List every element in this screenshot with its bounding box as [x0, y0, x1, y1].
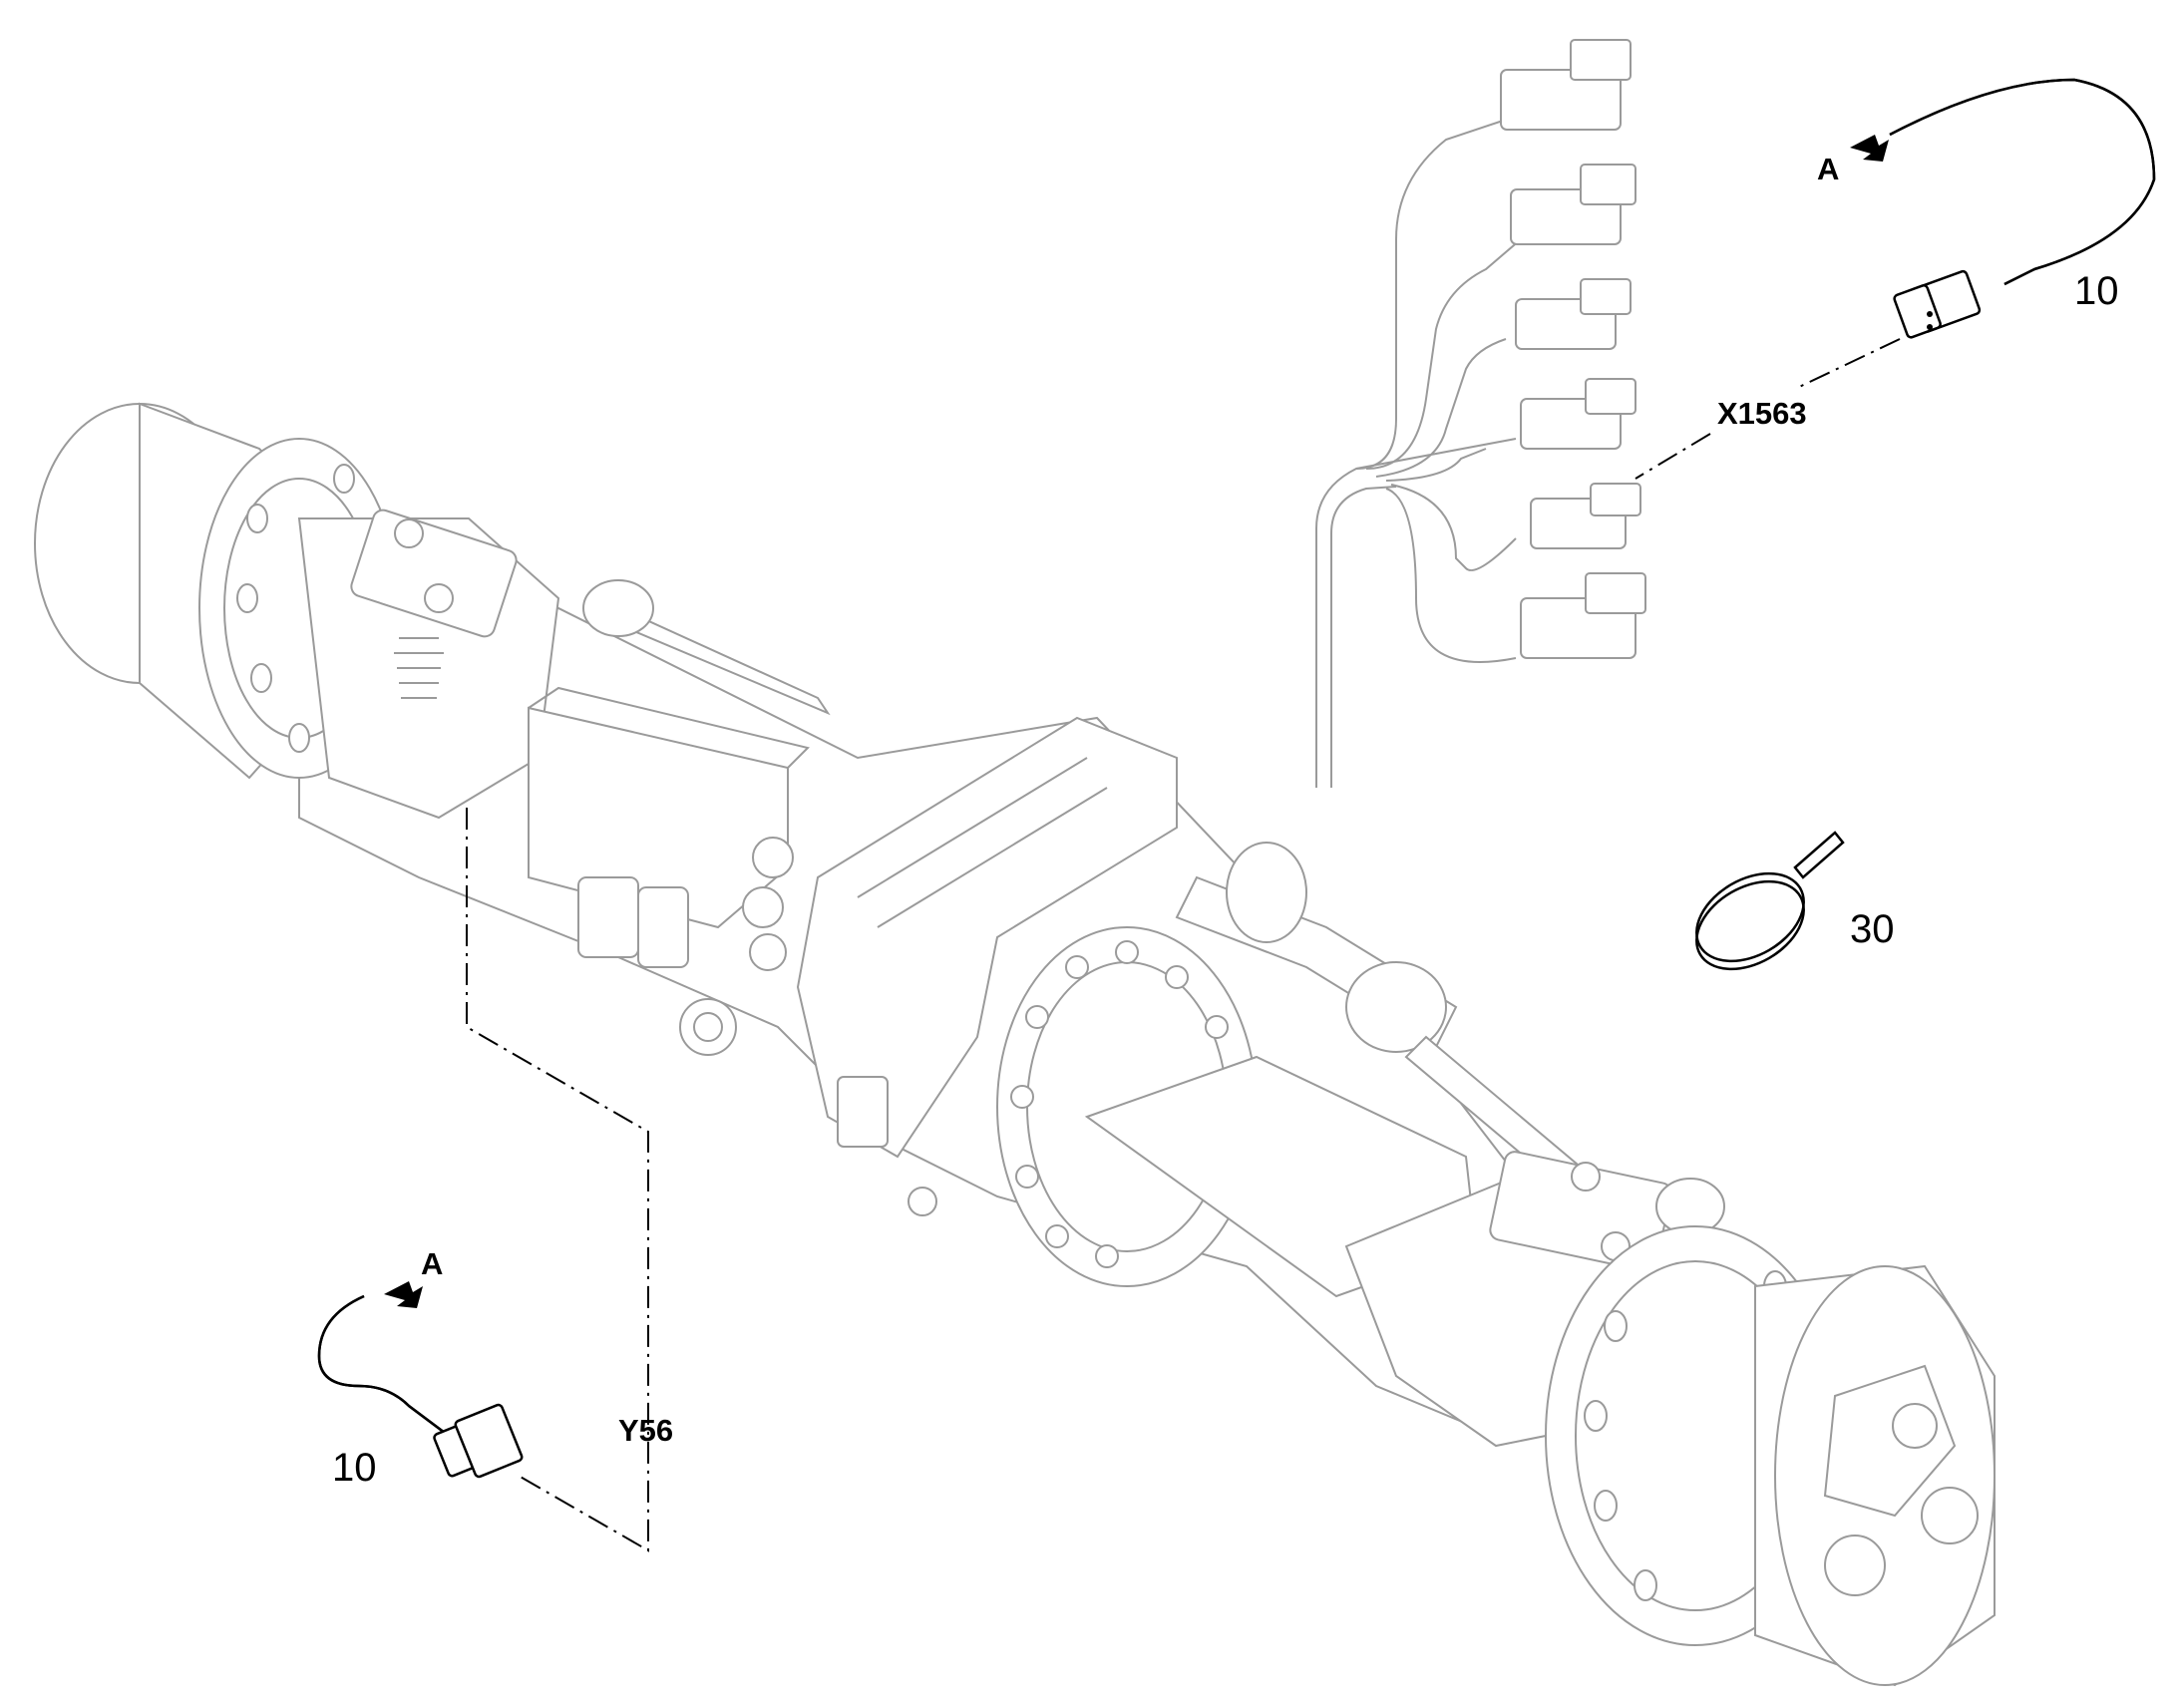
ref-label-10-upper: 10 [2074, 269, 2119, 313]
view-arrows [384, 135, 1889, 1308]
leader-lines [466, 338, 1901, 1552]
axle-assembly [34, 402, 1996, 1687]
code-label-x1563: X1563 [1717, 396, 1807, 431]
ref-label-10-lower: 10 [332, 1446, 377, 1490]
view-label-a-left: A [421, 1246, 443, 1281]
harness-connectors [1500, 39, 1646, 659]
view-label-a-right: A [1817, 152, 1839, 186]
wiring-harness [1315, 39, 1646, 788]
labels: A A 10 10 30 X1563 Y56 [332, 152, 2119, 1490]
sensor-cable-lower [317, 1294, 524, 1479]
arrow-a-left-icon [384, 1281, 423, 1308]
ref-label-30: 30 [1850, 907, 1895, 951]
cable-tie [1695, 831, 1845, 971]
arrow-a-right-icon [1850, 135, 1889, 162]
sensor-cable-upper [1889, 78, 2156, 339]
code-label-y56: Y56 [618, 1413, 673, 1448]
